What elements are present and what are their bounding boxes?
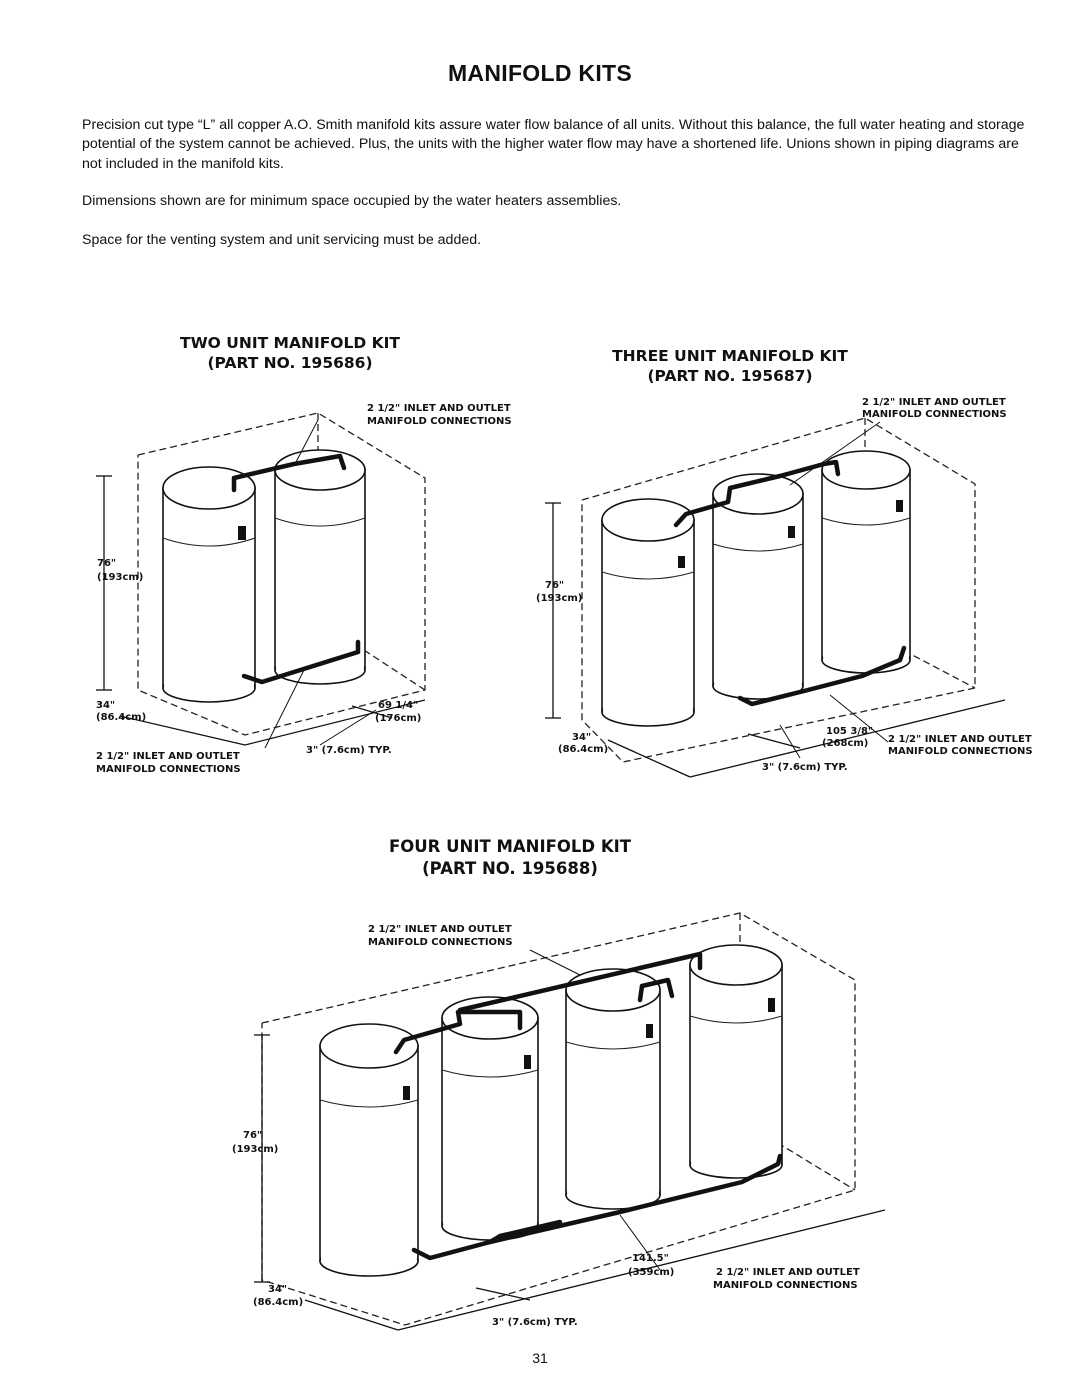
four-unit-labels: 2 1/2" INLET AND OUTLET MANIFOLD CONNECT… — [232, 924, 860, 1328]
three-unit-tank-3 — [821, 450, 911, 674]
two-unit-tank-2 — [274, 449, 366, 685]
two-unit-width-cm: (176cm) — [375, 713, 421, 724]
two-unit-height-inches: 76" — [97, 558, 116, 569]
four-unit-top-connection-label-2: MANIFOLD CONNECTIONS — [368, 937, 513, 948]
three-unit-height-cm: (193cm) — [536, 593, 582, 604]
three-unit-dimension-lines — [545, 421, 1006, 778]
two-unit-height-cm: (193cm) — [97, 572, 143, 583]
four-unit-kit-heading: FOUR UNIT MANIFOLD KIT (PART NO. 195688) — [340, 836, 680, 880]
four-unit-kit-part-number: (PART NO. 195688) — [422, 859, 598, 878]
four-unit-manifold-piping — [393, 951, 783, 1261]
two-unit-labels: 2 1/2" INLET AND OUTLET MANIFOLD CONNECT… — [96, 403, 512, 775]
three-unit-tank-1 — [601, 498, 695, 727]
three-unit-kit-part-number: (PART NO. 195687) — [647, 367, 813, 385]
four-unit-tank-4 — [689, 944, 783, 1179]
three-unit-width-inches: 105 3/8" — [826, 726, 873, 737]
three-unit-bottom-connection-label-1: 2 1/2" INLET AND OUTLET — [888, 734, 1032, 745]
three-unit-top-connection-label-1: 2 1/2" INLET AND OUTLET — [862, 397, 1006, 408]
four-unit-top-connection-label-1: 2 1/2" INLET AND OUTLET — [368, 924, 512, 935]
four-unit-kit-title: FOUR UNIT MANIFOLD KIT — [388, 837, 632, 856]
four-unit-spacing-label: 3" (7.6cm) TYP. — [492, 1317, 578, 1328]
four-unit-bottom-connection-label-2: MANIFOLD CONNECTIONS — [713, 1280, 858, 1291]
two-unit-top-connection-label-2: MANIFOLD CONNECTIONS — [367, 416, 512, 427]
two-unit-width-inches: 69 1/4" — [378, 700, 418, 711]
two-unit-tank-1 — [162, 466, 256, 703]
three-unit-bottom-connection-label-2: MANIFOLD CONNECTIONS — [888, 746, 1033, 757]
venting-note: Space for the venting system and unit se… — [82, 232, 482, 248]
two-unit-kit-heading: TWO UNIT MANIFOLD KIT (PART NO. 195686) — [140, 333, 440, 373]
three-unit-tank-2 — [712, 473, 804, 700]
two-unit-kit-part-number: (PART NO. 195686) — [207, 354, 373, 372]
two-unit-manifold-piping — [231, 453, 361, 685]
four-unit-height-inches: 76" — [243, 1130, 262, 1141]
three-unit-labels: 2 1/2" INLET AND OUTLET MANIFOLD CONNECT… — [536, 397, 1033, 773]
page-number: 31 — [532, 1350, 548, 1366]
two-unit-bottom-connection-label-1: 2 1/2" INLET AND OUTLET — [96, 751, 240, 762]
four-unit-tank-1 — [319, 1023, 419, 1277]
four-unit-tank-2 — [441, 996, 539, 1241]
three-unit-spacing-label: 3" (7.6cm) TYP. — [762, 762, 848, 773]
intro-paragraph: Precision cut type “L” all copper A.O. S… — [82, 117, 1025, 172]
three-unit-kit-heading: THREE UNIT MANIFOLD KIT (PART NO. 195687… — [580, 346, 880, 386]
two-unit-kit-title: TWO UNIT MANIFOLD KIT — [180, 334, 400, 352]
three-unit-depth-inches: 34" — [572, 732, 591, 743]
three-unit-depth-cm: (86.4cm) — [558, 744, 608, 755]
dimensions-note: Dimensions shown are for minimum space o… — [82, 193, 622, 209]
two-unit-depth-inches: 34" — [96, 700, 115, 711]
four-unit-width-cm: (359cm) — [628, 1267, 674, 1278]
two-unit-depth-cm: (86.4cm) — [96, 712, 146, 723]
four-unit-depth-cm: (86.4cm) — [253, 1297, 303, 1308]
two-unit-bottom-connection-label-2: MANIFOLD CONNECTIONS — [96, 764, 241, 775]
four-unit-tank-3 — [565, 968, 661, 1210]
three-unit-width-cm: (268cm) — [822, 738, 868, 749]
two-unit-dimension-lines — [96, 419, 426, 749]
three-unit-height-inches: 76" — [545, 580, 564, 591]
four-unit-depth-inches: 34" — [268, 1284, 287, 1295]
four-unit-dimension-lines — [254, 949, 886, 1331]
three-unit-top-connection-label-2: MANIFOLD CONNECTIONS — [862, 409, 1007, 420]
four-unit-width-inches: 141.5" — [632, 1253, 669, 1264]
four-unit-bottom-connection-label-1: 2 1/2" INLET AND OUTLET — [716, 1267, 860, 1278]
page-title: MANIFOLD KITS — [447, 60, 633, 86]
three-unit-manifold-piping — [673, 459, 907, 707]
two-unit-top-connection-label-1: 2 1/2" INLET AND OUTLET — [367, 403, 511, 414]
three-unit-kit-title: THREE UNIT MANIFOLD KIT — [612, 347, 848, 365]
four-unit-height-cm: (193cm) — [232, 1144, 278, 1155]
two-unit-spacing-label: 3" (7.6cm) TYP. — [306, 745, 392, 756]
